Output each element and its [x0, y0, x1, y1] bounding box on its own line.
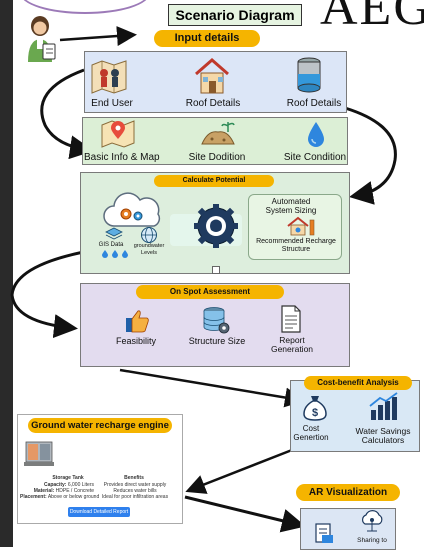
benefit-item: Ideal for poor infiltration areas [101, 494, 169, 500]
water-tank-icon [297, 57, 321, 93]
recharge-house-icon [287, 216, 315, 236]
sharing-to-label: Sharing to [357, 537, 387, 544]
system-sizing-title: Automated System Sizing [265, 197, 317, 215]
storage-tank-title: Storage Tank [52, 475, 84, 481]
on-spot-assessment-title: On Spot Assessment [136, 285, 284, 299]
document-icon [281, 305, 301, 333]
ai-gear-icon [194, 204, 238, 248]
gis-data-label: GIS Data [98, 242, 124, 248]
capacity-row: Capacity: 6,000 Liters [24, 482, 94, 488]
cost-item-water-savings: Water Savings Calculators [355, 426, 411, 445]
input-details-title: Input details [154, 30, 260, 47]
material-row: Material: HDPE / Concrete [24, 488, 94, 494]
left-dark-bar [0, 0, 13, 547]
soil-plant-icon [201, 122, 235, 145]
water-drops-small-icon [102, 250, 128, 258]
placement-label: Placement: [20, 494, 47, 500]
site-item-site-condition: Site Condition [283, 152, 347, 163]
cloud-share-icon [362, 510, 383, 532]
money-bag-icon: $ [303, 396, 327, 421]
benefit-item: Reduces water bills [113, 488, 157, 494]
map-people-icon [91, 60, 127, 94]
thumbs-up-icon [126, 310, 149, 333]
placement-row: Placement: Above or below ground [20, 494, 99, 500]
user-avatar-icon [28, 16, 56, 62]
material-label: Material: [33, 488, 55, 494]
report-device-icon [315, 523, 333, 543]
house-icon [195, 58, 229, 94]
material-value: HDPE / Concrete [55, 488, 94, 494]
ar-visualization-title: AR Visualization [296, 484, 400, 501]
placement-value: Above or below ground [47, 494, 100, 500]
groundwater-levels-label: groundwater Levels [133, 243, 165, 256]
svg-text:$: $ [312, 407, 318, 419]
map-pin-icon [101, 120, 135, 148]
cost-benefit-title: Cost-benefit Analysis [304, 376, 412, 390]
database-gear-icon [203, 307, 230, 334]
recommended-recharge-label: Recommended Recharge Structure [256, 238, 336, 253]
site-item-basic-info-map: Basic Info & Map [84, 152, 160, 163]
water-drop-icon [308, 122, 324, 147]
benefit-item: Provides direct water supply [103, 482, 167, 488]
download-report-label: Download Detailed Report [69, 509, 129, 515]
gis-layers-icon [105, 227, 123, 240]
storage-tank-image [24, 441, 54, 466]
assessment-item-structure-size: Structure Size [188, 336, 246, 346]
calculate-potential-title: Calculate Potential [154, 175, 274, 187]
site-item-site-dodition: Site Dodition [188, 152, 246, 163]
scenario-diagram-title: Scenario Diagram [168, 4, 302, 26]
download-report-button[interactable]: Download Detailed Report [68, 507, 130, 517]
assessment-item-feasibility: Feasibility [115, 336, 156, 346]
panel-resize-handle[interactable] [212, 266, 220, 274]
bar-chart-icon [369, 392, 398, 420]
cloud-gears-icon [103, 192, 161, 227]
assessment-item-report-generation: Report Generation [270, 335, 314, 354]
input-item-end-user: End User [91, 98, 133, 109]
capacity-value: 6,000 Liters [67, 482, 94, 488]
benefits-title: Benefits [124, 475, 144, 481]
ground-water-engine-title: Ground water recharge engine [28, 418, 172, 433]
capacity-label: Capacity: [43, 482, 67, 488]
globe-icon [141, 227, 157, 243]
input-item-roof-details: Roof Details [185, 98, 241, 109]
big-title-text: AEG [320, 0, 424, 36]
cost-item-cost-generation: Cost Genertion [293, 424, 329, 442]
input-item-roof-details-2: Roof Details [286, 98, 342, 109]
